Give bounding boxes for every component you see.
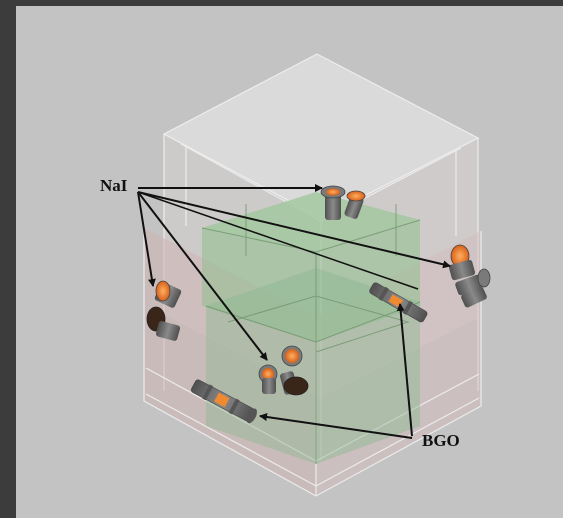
nai-arrow-mid xyxy=(137,191,419,290)
nai-detector-icon xyxy=(258,345,309,396)
nai-detector-icon xyxy=(146,280,182,341)
bgo-arrow-left xyxy=(259,413,413,439)
bgo-arrow-right xyxy=(396,303,413,437)
nai-arrow-front xyxy=(137,191,268,361)
bgo-detector-icon xyxy=(191,379,257,424)
nai-detector-icon xyxy=(449,244,491,308)
diagram-panel: NaI BGO xyxy=(16,6,563,518)
bgo-pointer-arrows xyxy=(259,303,413,439)
nai-arrow-right xyxy=(137,191,451,269)
detector-setup-diagram xyxy=(137,53,491,497)
nai-detector-icon xyxy=(320,185,366,220)
nai-arrow-left xyxy=(137,191,156,287)
bgo-label: BGO xyxy=(422,431,460,450)
nai-pointer-arrows xyxy=(137,184,451,361)
nai-label: NaI xyxy=(100,176,128,195)
bgo-detector-icon xyxy=(369,282,428,323)
